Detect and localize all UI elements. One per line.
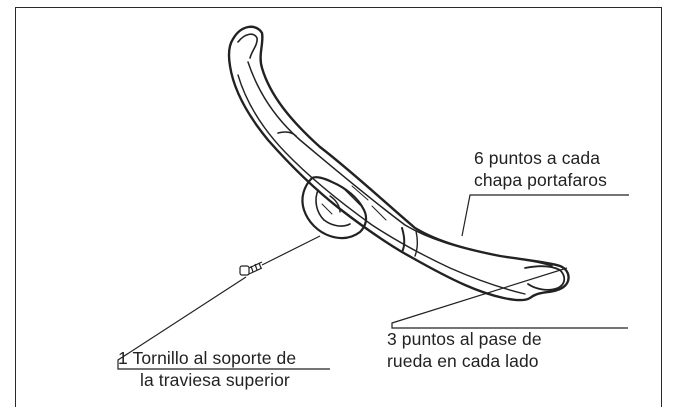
callout-one-screw: 1 Tornillo al soporte de la traviesa sup…	[118, 347, 296, 391]
hanging-mount	[301, 176, 368, 240]
diagram-frame	[15, 7, 662, 407]
callout-six-points-line-2: chapa portafaros	[474, 170, 607, 190]
callout-three-points: 3 puntos al pase de rueda en cada lado	[387, 328, 542, 372]
callout-six-points: 6 puntos a cada chapa portafaros	[474, 147, 607, 191]
callout-one-screw-line-2: la traviesa superior	[140, 370, 290, 390]
leader-six-points	[461, 194, 629, 237]
hatch-1	[344, 189, 361, 206]
hanging-mount-tab	[329, 195, 341, 213]
callout-one-screw-line-1: 1 Tornillo al soporte de	[118, 348, 297, 368]
lower-edge-line	[237, 74, 526, 295]
hanging-mount-inner	[315, 189, 351, 227]
screw-icon	[239, 261, 263, 276]
leader-one-screw-a	[117, 276, 330, 370]
joint-line-3	[414, 230, 419, 257]
hatch-2	[351, 185, 369, 201]
joint-line-1	[277, 131, 297, 137]
leader-one-screw-b	[261, 235, 321, 266]
joint-line-2	[401, 227, 406, 253]
top-curl-detail	[237, 33, 258, 59]
inner-crease	[247, 61, 553, 267]
callout-six-points-line-1: 6 puntos a cada	[474, 148, 601, 168]
crossmember-outline	[227, 25, 570, 302]
callout-three-points-line-1: 3 puntos al pase de	[387, 329, 542, 349]
leader-three-points	[391, 267, 628, 329]
hanging-mount-shade	[321, 197, 339, 215]
hatch-3	[371, 205, 387, 221]
right-end-bracket	[524, 265, 566, 291]
callout-three-points-line-2: rueda en cada lado	[387, 351, 539, 371]
